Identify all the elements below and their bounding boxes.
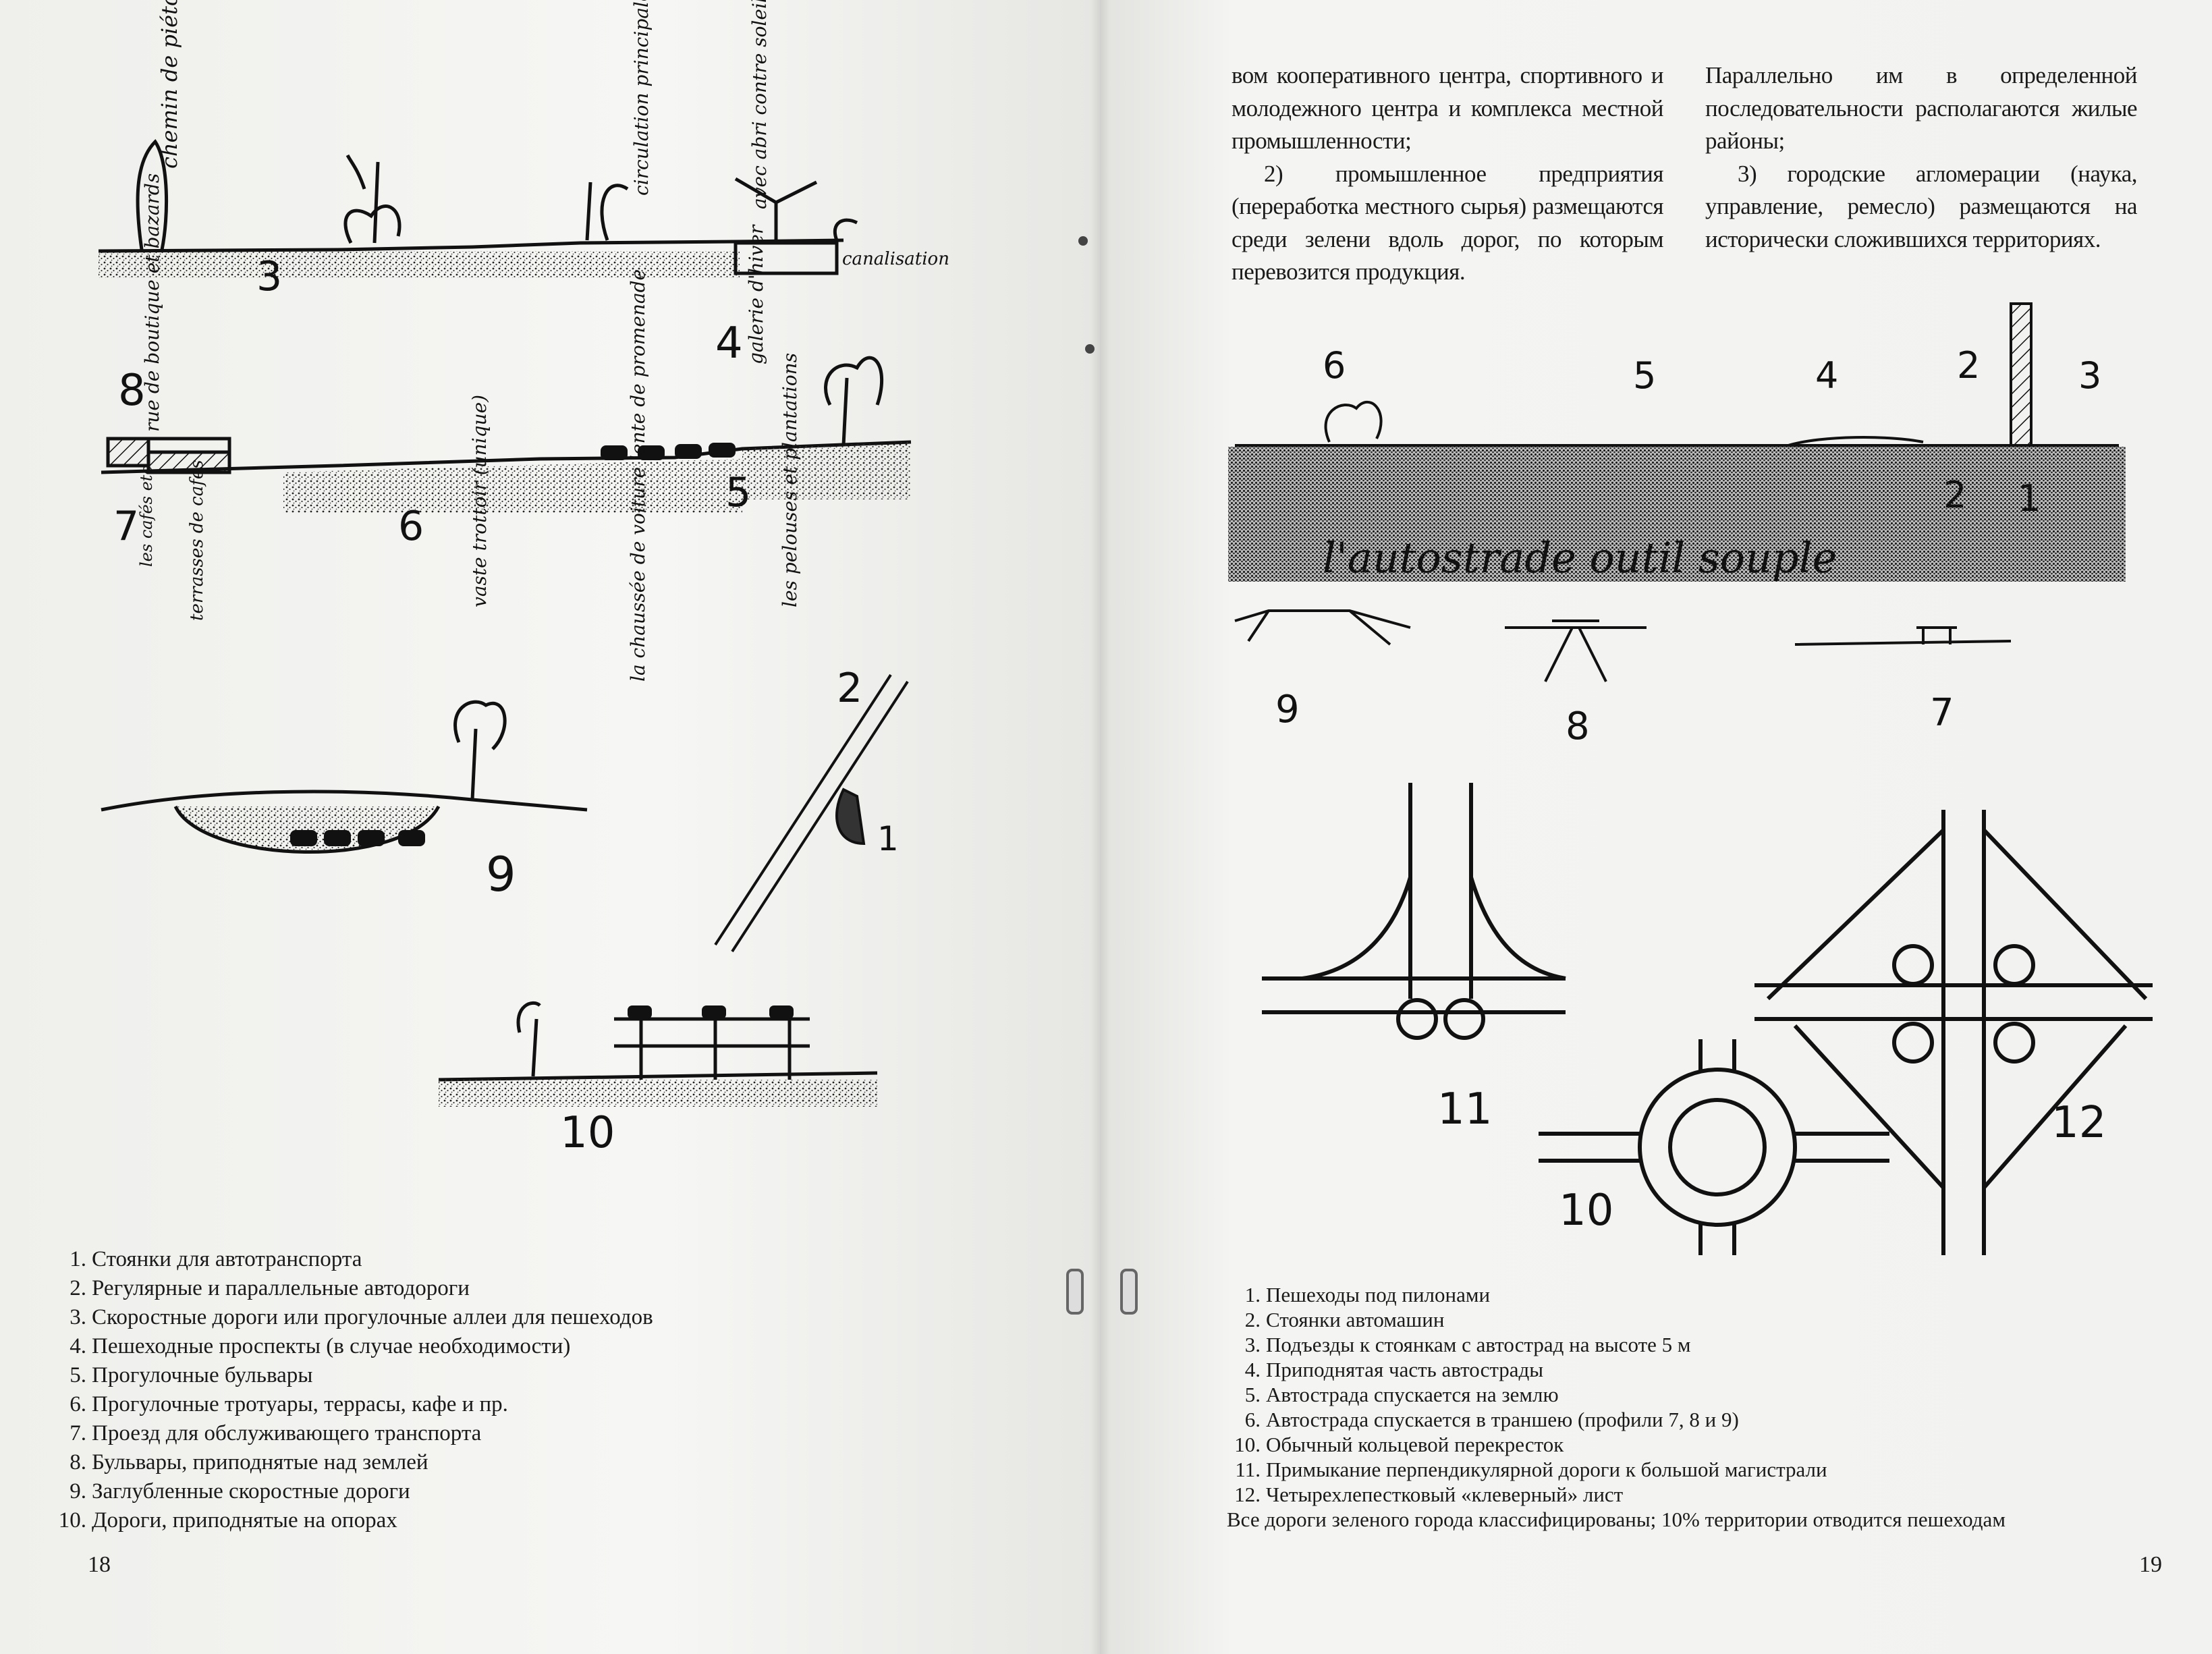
label-abri: avec abri contre soleil et pluie [748,0,771,209]
diagonal-road [714,673,909,953]
text-column-2: Параллельно им в определенной последоват… [1705,59,2138,256]
label-pelouses: les pelouses et plantations [779,353,801,607]
legend-item: 2.Стоянки автомашин [1244,1308,1445,1331]
paragraph: вом кооперативного центра, спортивного и… [1232,62,1664,154]
label-1: 1 [877,819,899,858]
label-trottoir: vaste trottoir (unique) [468,395,491,607]
legend-item: 6.Автострада спускается в траншею (профи… [1244,1408,1739,1431]
elevated-road-section [438,1001,878,1107]
label-1: 1 [2018,477,2041,520]
binding-staple [1120,1269,1138,1315]
label-terrasses: terrasses de cafés [187,460,207,621]
label-2: 2 [1957,344,1980,387]
sunken-road-section [101,700,588,854]
label-4: 4 [715,319,743,368]
right-legend: 1.Пешеходы под пилонами 2.Стоянки автома… [1227,1282,2131,1532]
label-7: 7 [113,503,139,550]
paragraph: Параллельно им в определенной последоват… [1705,62,2138,154]
label-chaussee: la chaussée de voiture lente de promenad… [627,269,649,682]
label-8: 8 [118,366,146,416]
profile-8-label: 8 [1566,705,1590,748]
street-section-middle [101,356,912,513]
road-profiles [1234,609,2012,682]
footnote: Все дороги зеленого города классифициров… [1227,1508,2006,1531]
legend-item: 4.Приподнятая часть автострады [1244,1358,1544,1381]
legend-item: 1.Пешеходы под пилонами [1244,1283,1491,1306]
legend-item: 5.Прогулочные бульвары [70,1363,313,1387]
label-6: 6 [1323,344,1346,387]
book-spine [1090,0,1110,1654]
autostrade-section [1228,302,2126,582]
legend-item: 9.Заглубленные скоростные дороги [70,1479,410,1504]
interchange-12 [1754,810,2153,1255]
paragraph: 3) городские агломерации (наука, управле… [1705,160,2138,252]
left-legend: 1.Стоянки для автотранспорта 2.Регулярны… [47,1245,653,1535]
label-3: 3 [2078,354,2101,397]
text-column-1: вом кооперативного центра, спортивного и… [1232,59,1664,289]
legend-item: 12.Четырехлепестковый «клеверный» лист [1234,1483,1624,1506]
interchange-11-label: 11 [1437,1084,1492,1134]
paragraph: 2) промышленное предприятия (переработка… [1232,160,1664,285]
legend-item: 5.Автострада спускается на землю [1244,1383,1559,1406]
label-4: 4 [1815,354,1838,397]
legend-item: 10.Дороги, приподнятые на опорах [58,1508,397,1533]
sketch-title: l'autostrade outil souple [1323,533,1837,582]
label-9: 9 [486,847,516,902]
binding-hole [1085,344,1095,354]
label-6: 6 [398,503,424,550]
legend-item: 7.Проезд для обслуживающего транспорта [70,1421,482,1445]
legend-item: 10.Обычный кольцевой перекресток [1234,1433,1564,1456]
profile-9-label: 9 [1275,688,1300,732]
street-section-upper [98,139,858,278]
label-2: 2 [837,665,862,712]
legend-item: 6.Прогулочные тротуары, террасы, кафе и … [70,1392,508,1416]
legend-item: 3.Скоростные дороги или прогулочные алле… [70,1305,653,1329]
interchange-10 [1539,1039,1889,1255]
page-number-left: 18 [88,1552,111,1577]
legend-item: 3.Подъезды к стоянкам с автострад на выс… [1244,1333,1691,1356]
binding-staple [1066,1269,1084,1315]
label-circulation: circulation principale de piéton [630,0,653,196]
legend-item: 11.Примыкание перпендикулярной дороги к … [1235,1458,1827,1481]
page-number-right: 19 [2139,1552,2162,1577]
label-10: 10 [560,1108,615,1158]
interchange-10-label: 10 [1559,1186,1613,1236]
label-3: 3 [256,253,282,300]
label-5: 5 [1633,354,1656,397]
interchange-12-label: 12 [2051,1098,2106,1148]
label-5: 5 [725,469,751,516]
legend-item: 2.Регулярные и параллельные автодороги [70,1276,470,1300]
binding-hole [1078,236,1088,246]
label-2b: 2 [1943,474,1966,516]
legend-item: 8.Бульвары, приподнятые над землей [70,1450,428,1474]
right-page [1100,0,2212,1654]
label-canalisation: canalisation [842,249,949,269]
legend-item: 4.Пешеходные проспекты (в случае необход… [70,1334,571,1358]
label-rue: rue de boutique et bazards [141,173,163,432]
profile-7-label: 7 [1930,691,1954,735]
label-galerie: galerie d'hiver [745,224,767,364]
label-cafes: les cafés etc [137,466,156,567]
label-chemin: chemin de piéton [157,0,182,169]
legend-item: 1.Стоянки для автотранспорта [70,1247,362,1271]
interchange-11 [1262,783,1566,1040]
